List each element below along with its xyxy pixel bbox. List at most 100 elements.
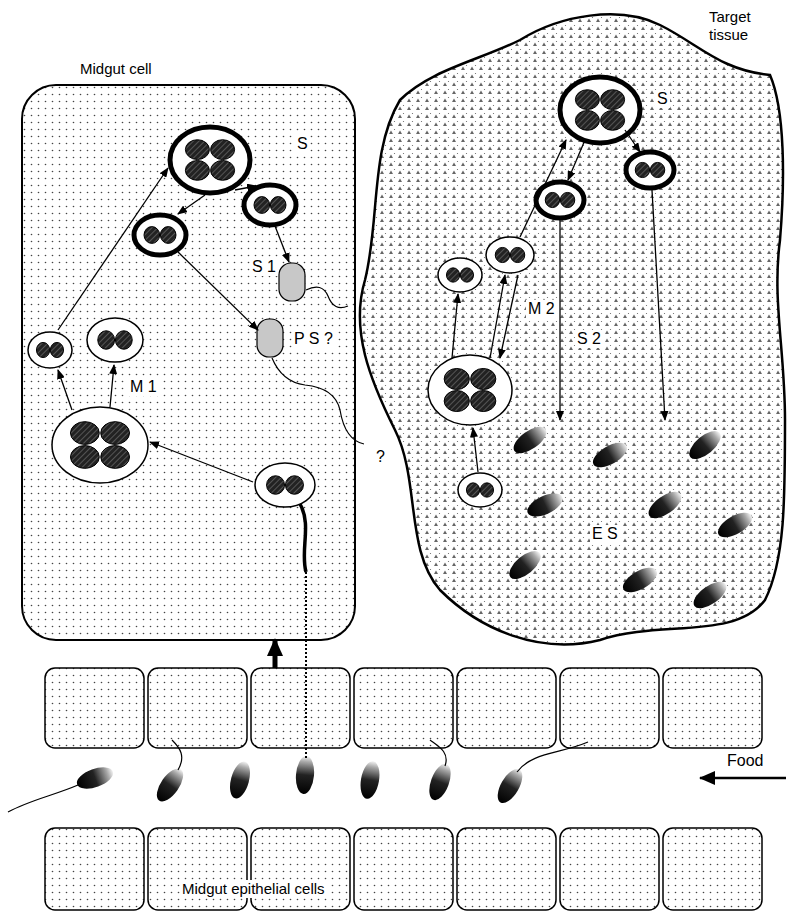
stage-wall (134, 215, 186, 255)
spore (714, 508, 756, 543)
nucleus (185, 140, 209, 160)
tissue-outline (360, 14, 785, 644)
epithelial-cell (560, 828, 659, 910)
food-arrow (700, 777, 786, 780)
polar-tube (306, 287, 348, 308)
nucleus (254, 197, 270, 214)
stage-wall (244, 185, 296, 225)
nucleus (50, 342, 63, 357)
entry-arrow (273, 640, 278, 668)
epithelial-cell (45, 668, 144, 748)
epithelial-cell (457, 668, 556, 748)
cycle-arrow (625, 130, 640, 152)
nucleus (101, 422, 130, 445)
meront (458, 473, 502, 507)
nucleus (185, 160, 209, 180)
epithelial-cell (663, 668, 762, 748)
epithelial-cell (663, 828, 762, 910)
stage-label: S 1 (250, 258, 278, 276)
lumen-tubes (8, 740, 588, 812)
nucleus (444, 368, 469, 389)
cell-box: Midgut cell (22, 85, 355, 640)
nucleus (36, 342, 49, 357)
spore (358, 760, 382, 801)
stage-wall (560, 77, 640, 143)
meront (428, 355, 512, 425)
stage-wall (626, 152, 674, 188)
nucleus (601, 110, 625, 130)
stage-label: S (295, 135, 310, 153)
stage-label: ? (374, 448, 387, 466)
nucleus (575, 90, 599, 110)
stage-label: P S ? (292, 330, 335, 348)
nucleus (495, 247, 509, 262)
nucleus (270, 197, 286, 214)
epithelial-cell (45, 828, 144, 910)
spore (226, 759, 253, 800)
nucleus (601, 90, 625, 110)
nucleus (635, 162, 649, 177)
meront (28, 332, 72, 368)
nucleus (444, 391, 469, 412)
cycle-arrow (150, 442, 253, 482)
epithelial-cell (560, 668, 659, 748)
cycle-arrow (58, 168, 168, 330)
stage-label: M 1 (128, 378, 159, 396)
stage-label: S 2 (575, 330, 603, 348)
spore (509, 422, 550, 459)
spore (524, 489, 566, 521)
nucleus (446, 268, 459, 282)
cycle-arrow (559, 220, 560, 420)
epithelium-band: Midgut epithelial cells (40, 668, 770, 913)
polar-tube (300, 504, 306, 572)
nucleus (101, 446, 130, 469)
spore (294, 755, 315, 794)
spore (493, 765, 528, 807)
cycle-arrow (178, 195, 205, 214)
stage-wall (170, 127, 250, 193)
epithelial-cell (251, 668, 350, 748)
nucleus (471, 391, 496, 412)
spore (425, 761, 455, 803)
nucleus (115, 331, 132, 349)
nucleus (650, 162, 664, 177)
epithelium (45, 668, 762, 910)
nucleus (211, 140, 235, 160)
sporoplasm (255, 463, 315, 507)
stage-wall (255, 463, 315, 507)
polar-tube (305, 572, 307, 758)
cycle-arrow (452, 294, 458, 358)
region-label: Midgut epithelial cells (180, 880, 327, 898)
nucleus (471, 368, 496, 389)
nucleus (144, 227, 160, 244)
cell-outline (22, 85, 355, 640)
spore (685, 426, 726, 464)
region-label: Target tissue (707, 8, 773, 44)
meront (438, 258, 482, 292)
nucleus (70, 446, 99, 469)
polar-tube (272, 358, 364, 444)
cycle-arrow (178, 252, 258, 330)
meront (87, 318, 143, 362)
cycle-arrow (520, 140, 566, 237)
region-label: Midgut cell (78, 60, 154, 78)
spore (244, 185, 296, 225)
lumen-spores (74, 755, 527, 807)
polar-tubes (272, 287, 364, 444)
nucleus (460, 268, 473, 282)
nucleus (545, 192, 559, 207)
spore (152, 764, 189, 805)
stage-wall (428, 355, 512, 425)
nucleus (560, 192, 574, 207)
nucleus (285, 476, 303, 494)
epithelial-cell (457, 828, 556, 910)
spore (74, 763, 116, 793)
nucleus (480, 483, 493, 497)
stage-label: E S (590, 525, 620, 543)
spore (626, 152, 674, 188)
nucleus (510, 247, 524, 262)
meront (486, 237, 534, 273)
